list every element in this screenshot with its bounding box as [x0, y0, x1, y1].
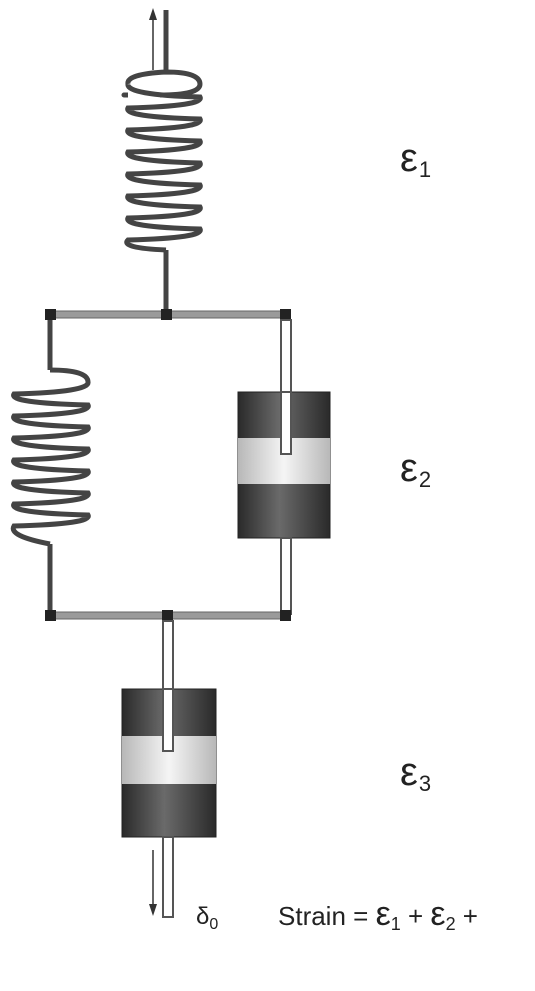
dashpot-3 — [121, 620, 217, 918]
upper-joint-left — [45, 309, 56, 320]
spring-1 — [121, 69, 203, 253]
lower-joint-right — [280, 610, 291, 621]
lower-joint-center — [162, 610, 173, 621]
delta-0-label: δ0 — [196, 903, 219, 933]
epsilon-1-label: ε1 — [400, 136, 432, 182]
epsilon-3-label: ε3 — [400, 750, 432, 796]
top-pull-arrow — [149, 8, 157, 70]
upper-joint-center — [161, 309, 172, 320]
bottom-pull-arrow — [149, 850, 157, 916]
epsilon-2-label: ε2 — [400, 446, 432, 492]
strain-equation: Strain = ε1 + ε2 + — [278, 895, 478, 934]
spring-2 — [10, 367, 91, 547]
dashpot-2 — [237, 319, 331, 615]
upper-joint-right — [280, 309, 291, 320]
lower-joint-left — [45, 610, 56, 621]
